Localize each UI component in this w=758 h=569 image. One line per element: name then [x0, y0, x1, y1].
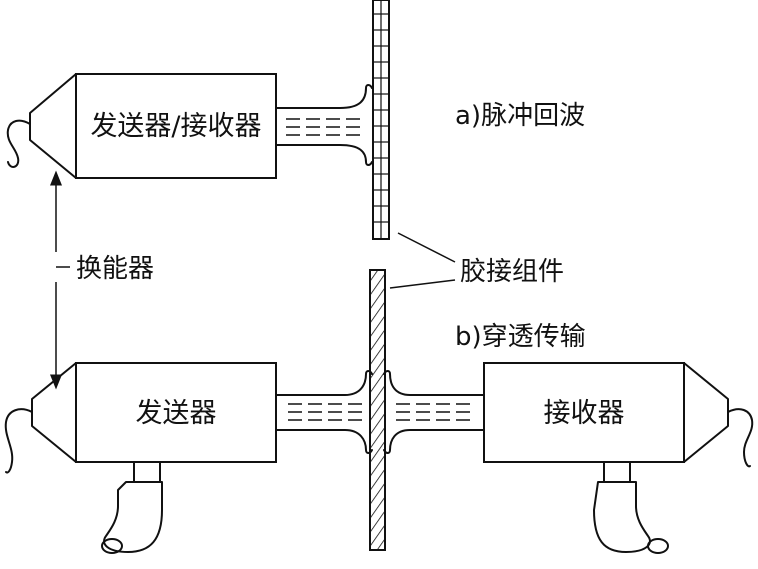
receiver-cable: [727, 408, 754, 468]
transmitter-label: 发送器: [136, 398, 217, 429]
through-transmission-label: b)穿透传输: [455, 322, 586, 352]
pulse-echo-setup: 发送器/接收器 a)脉冲回波: [6, 0, 585, 240]
transmitter-cable: [4, 408, 33, 474]
transducer-annotation: 换能器: [44, 170, 154, 390]
pulse-echo-water-column: [275, 84, 373, 166]
pulse-echo-bonded-plate: [372, 0, 390, 240]
bonded-component-annotation: 胶接组件: [389, 232, 564, 289]
transmitter-box: [75, 362, 277, 463]
receiver-box: [483, 362, 685, 463]
pulse-echo-label: a)脉冲回波: [455, 101, 585, 131]
transmitter-horn: [31, 362, 77, 463]
transducer-label: 换能器: [76, 254, 154, 284]
through-transmission-bonded-plate: [369, 269, 386, 551]
transceiver-cable: [6, 119, 31, 168]
through-transmission-setup: 发送器 接收器: [4, 269, 754, 554]
transceiver-horn: [29, 73, 77, 179]
transmitter-handle: [101, 461, 163, 554]
receiver-label: 接收器: [544, 398, 625, 429]
transceiver-label: 发送器/接收器: [90, 111, 261, 142]
receiver-horn: [683, 362, 729, 463]
bonded-component-label: 胶接组件: [460, 257, 564, 287]
receiver-handle: [593, 461, 669, 554]
transceiver-box: [75, 73, 277, 179]
pulse-echo-water-dashes: [286, 118, 360, 136]
